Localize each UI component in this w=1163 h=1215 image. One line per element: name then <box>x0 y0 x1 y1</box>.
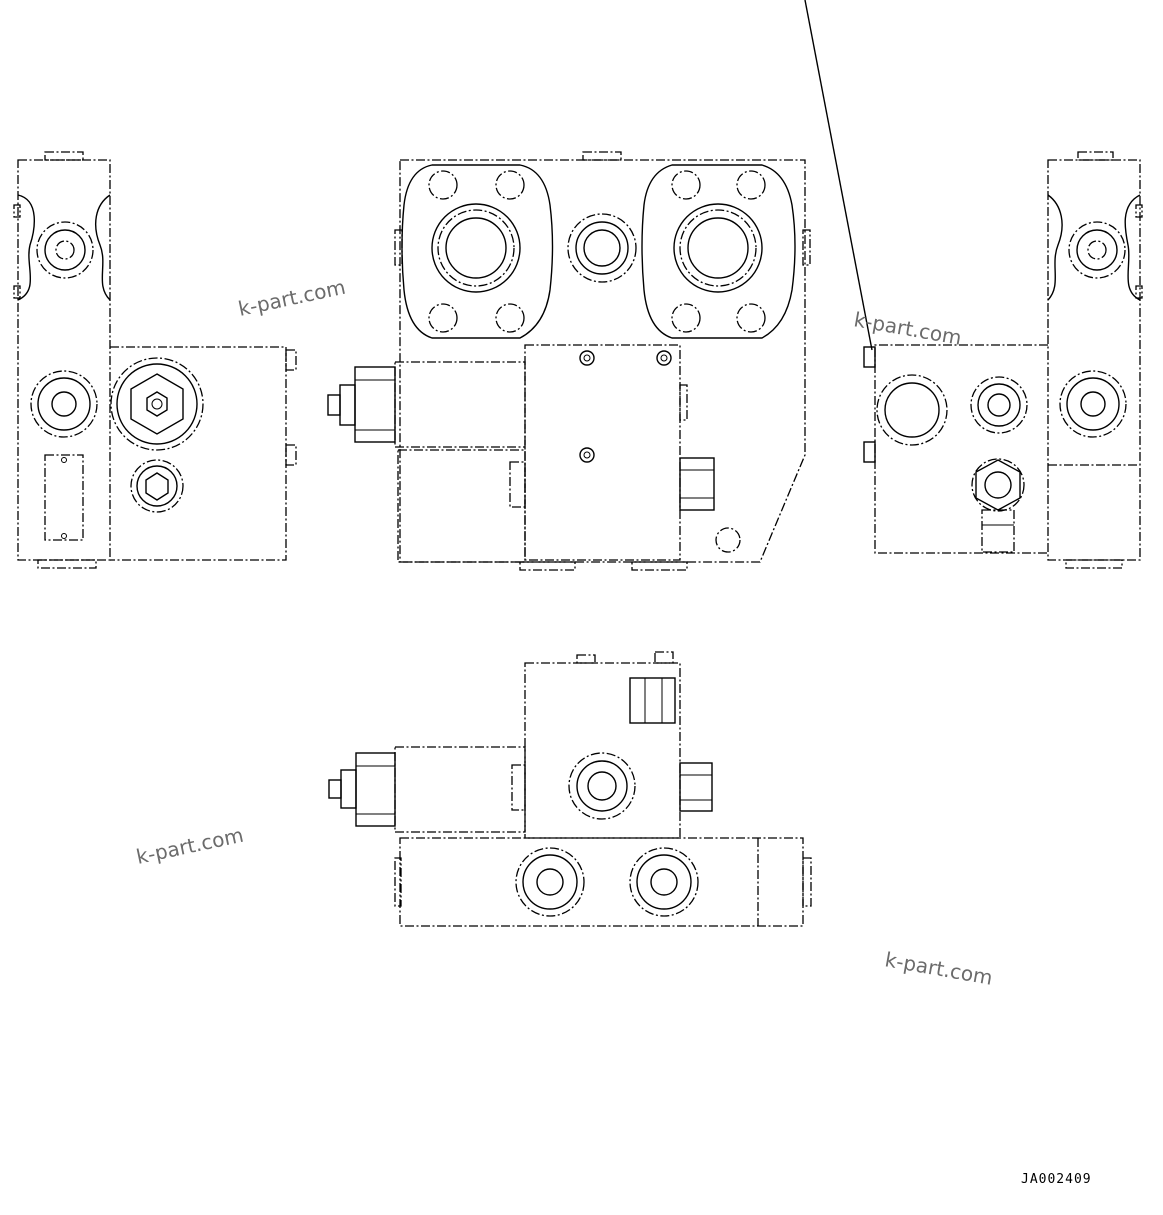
leader-line <box>804 0 873 351</box>
watermark-4: k-part.com <box>883 947 994 990</box>
watermark-2: k-part.com <box>852 307 963 350</box>
front-view <box>327 151 811 571</box>
right-side-view <box>863 151 1143 569</box>
watermark-1: k-part.com <box>236 275 348 321</box>
watermark-3: k-part.com <box>134 823 246 869</box>
drawing-code: JA002409 <box>1021 1172 1092 1187</box>
bottom-view <box>328 651 812 927</box>
left-side-view <box>13 151 297 569</box>
